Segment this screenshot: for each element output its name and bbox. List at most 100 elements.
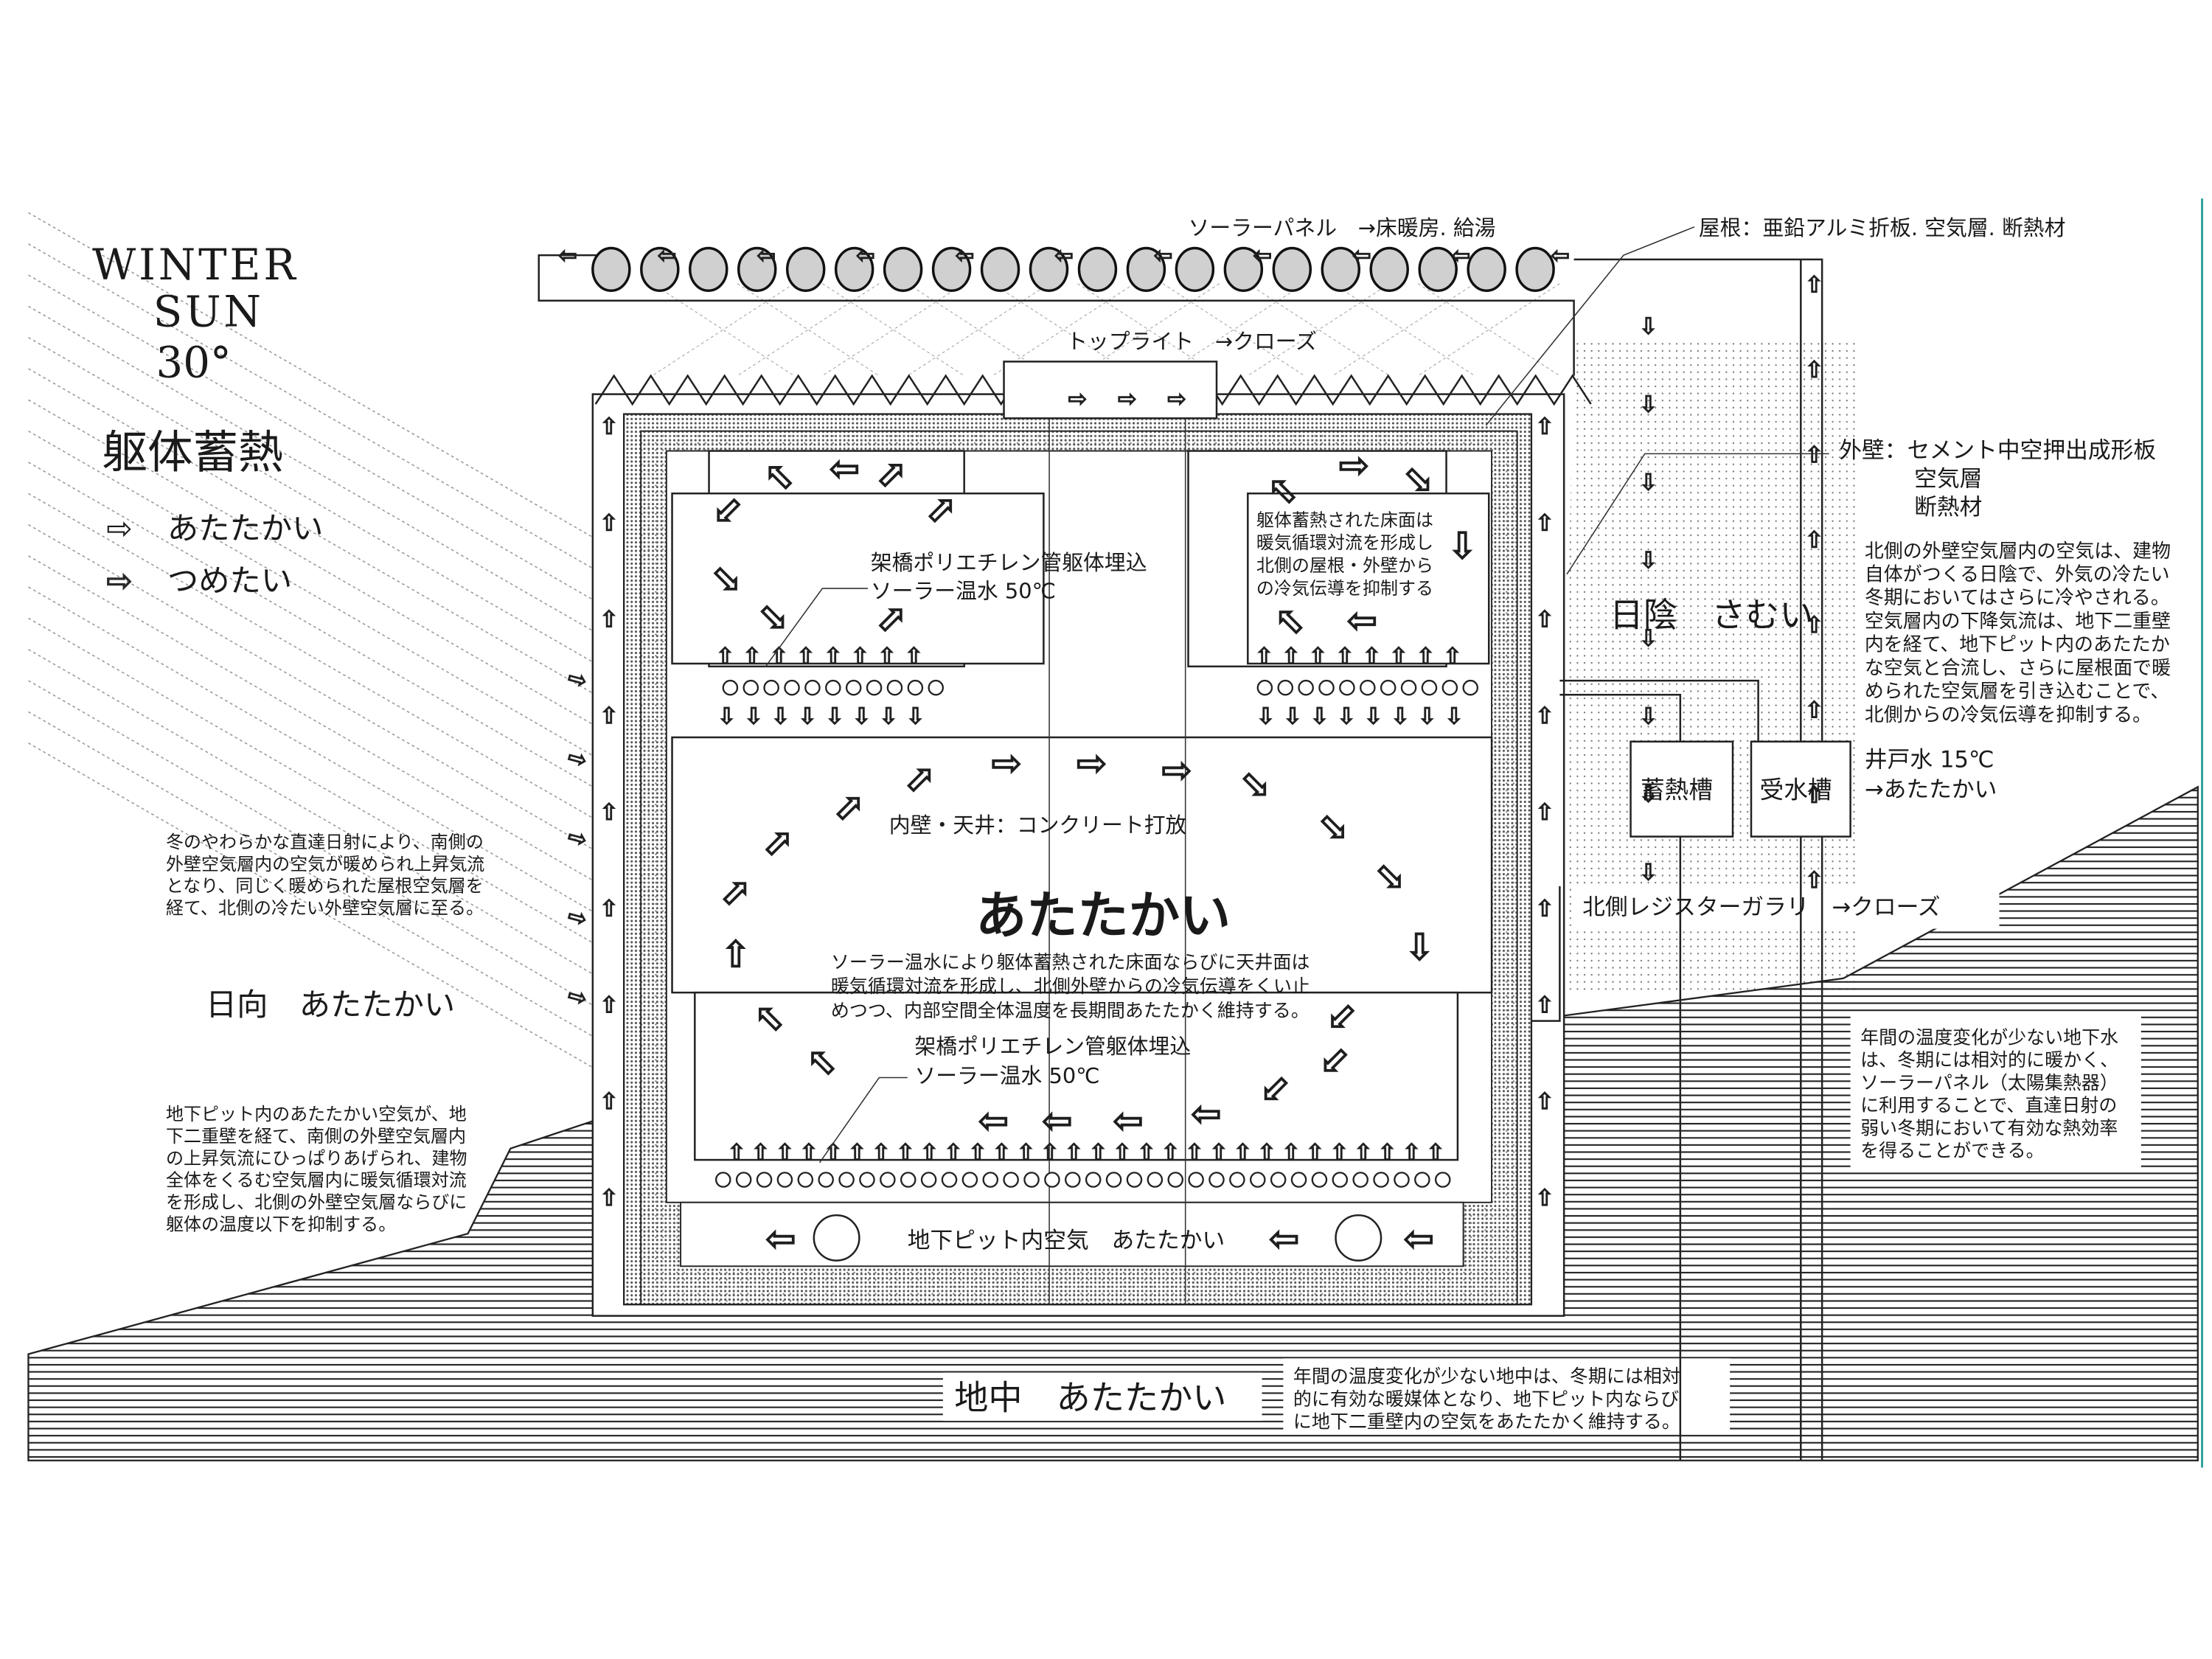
pipe-section — [1003, 1172, 1019, 1188]
sunny-label: 日向 あたたかい — [206, 987, 455, 1023]
pipe-section — [804, 679, 821, 696]
warm-flow-arrow-icon: ⇨ — [1346, 601, 1377, 644]
cool-flow-arrow-icon: ⇨ — [1277, 646, 1304, 665]
cool-flow-arrow-icon: ⇨ — [595, 1091, 622, 1110]
cool-flow-arrow-icon: ⇨ — [765, 646, 792, 665]
solar-tube — [931, 246, 972, 292]
groundwater-paragraph-line: に利用することで、直達日射の — [1860, 1095, 2117, 1116]
cool-flow-arrow-icon: ⇨ — [855, 243, 874, 270]
pipe-section — [1229, 1172, 1245, 1188]
cool-flow-arrow-icon: ⇨ — [1326, 1142, 1352, 1161]
groundwater-paragraph-line: 年間の温度変化が少ない地下水 — [1860, 1026, 2118, 1048]
cool-flow-arrow-icon: ⇨ — [955, 243, 974, 270]
cool-flow-arrow-icon: ⇨ — [595, 1187, 622, 1206]
cool-flow-arrow-icon: ⇨ — [595, 512, 622, 532]
cool-flow-arrow-icon: ⇨ — [1358, 646, 1385, 665]
sun-ray — [28, 493, 597, 821]
solar-tube — [980, 246, 1020, 292]
pit-fan-right — [1335, 1214, 1382, 1262]
pipe-section — [1339, 679, 1355, 696]
cool-flow-arrow-icon: ⇨ — [1635, 473, 1662, 492]
pipe-section — [866, 679, 883, 696]
cool-flow-arrow-icon: ⇨ — [1635, 316, 1662, 335]
cool-flow-arrow-icon: ⇨ — [793, 646, 819, 665]
cool-flow-arrow-icon: ⇨ — [1635, 863, 1662, 882]
groundwater-text-bg — [1850, 1014, 2141, 1170]
cool-flow-arrow-icon: ⇨ — [747, 1142, 773, 1161]
pit-paragraph-line: の上昇気流にひっぱりあげられ、建物 — [166, 1148, 467, 1169]
solar-tube — [591, 246, 631, 292]
cool-flow-arrow-icon: ⇨ — [1054, 243, 1073, 270]
pipe-section — [722, 679, 739, 696]
north-wall-paragraph-line: な空気と合流し、さらに屋根面で暖 — [1865, 657, 2171, 679]
well-water-label: 井戸水 15℃ — [1865, 746, 1994, 773]
pipe-section — [1065, 1172, 1081, 1188]
pipe-section — [1208, 1172, 1225, 1188]
storage-tank-label: 蓄熱槽 — [1641, 776, 1713, 804]
pipe-section — [1167, 1172, 1183, 1188]
upper-room-paragraph-line: の冷気伝導を抑制する — [1256, 578, 1433, 599]
cool-flow-arrow-icon: ⇨ — [1360, 706, 1387, 726]
cool-flow-arrow-icon: ⇨ — [595, 416, 622, 435]
cool-flow-arrow-icon: ⇨ — [595, 609, 622, 628]
cool-flow-arrow-icon: ⇨ — [1441, 706, 1468, 726]
cool-flow-arrow-icon: ⇨ — [741, 706, 768, 726]
solar-tube — [1077, 246, 1118, 292]
cool-flow-arrow-icon: ⇨ — [1304, 646, 1331, 665]
pipe-section — [1394, 1172, 1410, 1188]
cool-flow-arrow-icon: ⇨ — [595, 898, 622, 917]
pipe-section — [900, 1172, 917, 1188]
groundwater-paragraph-line: 弱い冬期において有効な熱効率 — [1860, 1117, 2118, 1138]
cool-flow-arrow-icon: ⇨ — [1012, 1142, 1039, 1161]
cool-flow-arrow-icon: ⇨ — [712, 646, 738, 665]
sun-ray — [28, 711, 597, 1039]
earth-text-bg — [1283, 1358, 1731, 1433]
toplight — [1003, 361, 1218, 420]
cool-flow-arrow-icon: ⇨ — [849, 706, 875, 726]
solar-tube — [737, 246, 777, 292]
cool-flow-arrow-icon: ⇨ — [1153, 243, 1172, 270]
upper-left-band — [671, 492, 1045, 665]
pit-paragraph-line: 地下ピット内のあたたかい空気が、地 — [166, 1104, 467, 1124]
cool-flow-arrow-icon: ⇨ — [1531, 512, 1558, 532]
cool-flow-arrow-icon: ⇨ — [1181, 1142, 1208, 1161]
underground-label: 地中 あたたかい — [954, 1378, 1226, 1418]
cool-flow-arrow-icon: ⇨ — [1133, 1142, 1159, 1161]
sun-ray — [28, 617, 597, 945]
cool-flow-arrow-icon: ⇨ — [1801, 274, 1827, 293]
solar-tube — [1272, 246, 1312, 292]
middle-band — [671, 736, 1493, 994]
cool-flow-arrow-icon: ⇨ — [1398, 1142, 1425, 1161]
cool-flow-arrow-icon: ⇨ — [819, 646, 846, 665]
sun-ray — [28, 274, 597, 602]
pipe-section — [928, 679, 944, 696]
pipe-lower-label-1: 架橋ポリエチレン管躯体埋込 — [914, 1034, 1191, 1059]
warm-flow-arrow-icon: ⇨ — [1441, 530, 1484, 561]
pipe-section — [1298, 679, 1314, 696]
cool-flow-arrow-icon: ⇨ — [846, 646, 873, 665]
wall-label-2: 空気層 — [1914, 466, 1982, 493]
center-paragraph-line: めつつ、内部空間全体温度を長期間あたたかく維持する。 — [831, 1000, 1310, 1021]
warm-flow-arrow-icon: ⇨ — [977, 1102, 1008, 1144]
sun-rays — [28, 212, 1560, 1070]
cool-flow-arrow-icon: ⇨ — [565, 744, 590, 774]
pipe-section — [797, 1172, 814, 1188]
pipe-lower-label-2: ソーラー温水 50℃ — [914, 1063, 1099, 1088]
cool-flow-arrow-icon: ⇨ — [1277, 1142, 1304, 1161]
sun-ray — [28, 555, 597, 883]
solar-tube — [1467, 246, 1506, 292]
water-tank-label: 受水槽 — [1760, 776, 1832, 804]
warm-flow-arrow-icon: ⇨ — [1402, 1219, 1433, 1262]
warm-flow-arrow-icon: ⇨ — [765, 1219, 796, 1262]
cool-flow-arrow-icon: ⇨ — [1085, 1142, 1111, 1161]
cool-flow-arrow-icon: ⇨ — [1801, 700, 1827, 719]
cool-flow-arrow-icon: ⇨ — [1307, 706, 1333, 726]
cool-flow-arrow-icon: ⇨ — [891, 1142, 918, 1161]
cool-flow-arrow-icon: ⇨ — [768, 706, 794, 726]
cool-flow-arrow-icon: ⇨ — [1531, 1091, 1558, 1110]
pipe-section — [1147, 1172, 1164, 1188]
warm-big-label: あたたかい — [975, 886, 1231, 945]
well-water-warm: →あたたかい — [1865, 776, 1997, 803]
cool-flow-arrow-icon: ⇨ — [1801, 614, 1827, 633]
